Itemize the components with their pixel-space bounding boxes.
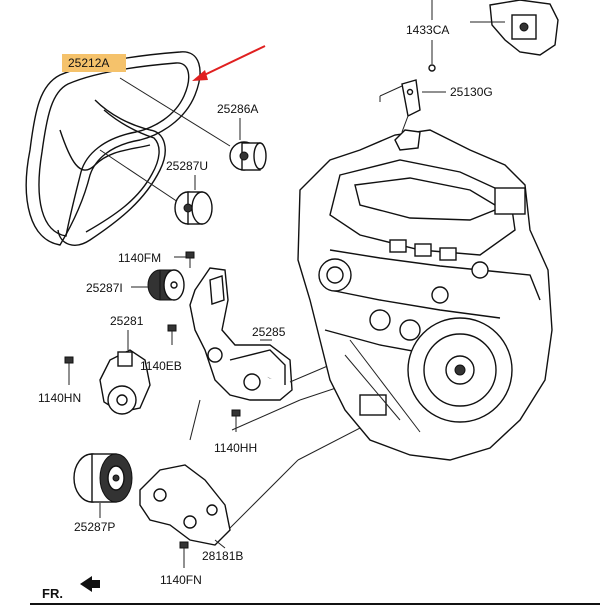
bolt-fm-label: 1140FM bbox=[118, 251, 161, 265]
bracket-label: 25285 bbox=[252, 325, 286, 339]
bolt-fn-label: 1140FN bbox=[160, 573, 202, 587]
bolt-hn bbox=[64, 356, 74, 385]
gasket bbox=[401, 79, 421, 118]
tensioner-pulley-label: 25287U bbox=[166, 159, 208, 173]
bottom-bracket bbox=[139, 464, 231, 546]
bolt-hh-label: 1140HH bbox=[214, 441, 257, 455]
sensor-top-right bbox=[470, 0, 559, 56]
belt-label-highlight bbox=[62, 54, 126, 72]
front-arrow-icon bbox=[80, 576, 100, 592]
engine-block bbox=[297, 129, 553, 461]
bracket-bottom-label: 28181B bbox=[202, 549, 243, 563]
clip-top-label: 1433CA bbox=[406, 23, 449, 37]
clip-top bbox=[428, 0, 436, 72]
bolt-fm bbox=[185, 251, 195, 268]
bolt-eb-label: 1140EB bbox=[140, 359, 182, 373]
front-direction-label: FR. bbox=[42, 586, 63, 601]
belt-part-label: 25212A bbox=[68, 56, 109, 70]
bolt-hn-label: 1140HN bbox=[38, 391, 81, 405]
red-arrow-icon bbox=[192, 45, 266, 81]
bolt-eb bbox=[167, 324, 177, 345]
idler-pulley-mid bbox=[147, 269, 185, 301]
tensioner-bracket bbox=[189, 267, 293, 401]
bolt-fn bbox=[179, 541, 189, 568]
idler-pulley-top bbox=[229, 141, 267, 171]
tensioner-pulley-upper bbox=[174, 191, 213, 225]
gasket-label: 25130G bbox=[450, 85, 493, 99]
drive-belt bbox=[25, 51, 201, 246]
idler-top-label: 25286A bbox=[217, 102, 258, 116]
pulley-bottom-label: 25287P bbox=[74, 520, 115, 534]
idler-mid-label: 25287I bbox=[86, 281, 123, 295]
bolt-hh bbox=[231, 409, 241, 432]
tensioner-assembly bbox=[99, 349, 151, 415]
tensioner-label: 25281 bbox=[110, 314, 144, 328]
crank-pulley bbox=[73, 453, 133, 503]
